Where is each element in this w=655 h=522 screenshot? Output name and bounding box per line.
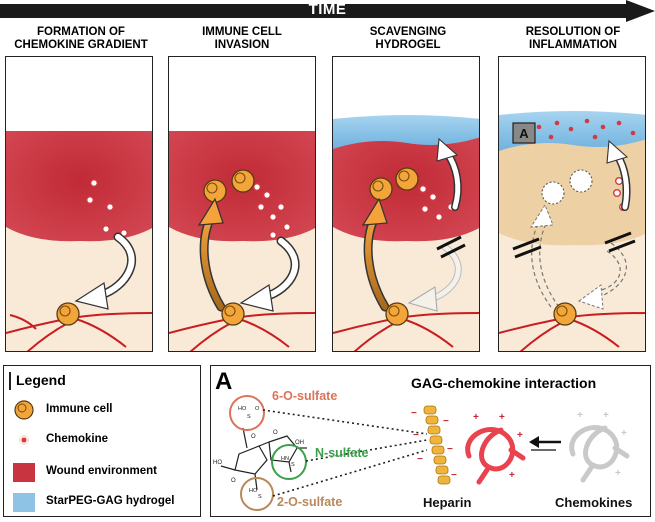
legend-immune-cell: Immune cell	[46, 403, 113, 415]
legend-cursor-bar	[9, 372, 11, 390]
chemokines-label: Chemokines	[555, 495, 633, 510]
marker-a: A	[519, 126, 529, 141]
panel-resolution: A	[498, 56, 646, 352]
svg-text:HO: HO	[238, 406, 247, 412]
svg-text:S: S	[291, 462, 295, 468]
legend-title: Legend	[16, 372, 66, 388]
svg-text:O: O	[251, 434, 256, 440]
bound-chemokine	[465, 427, 526, 485]
legend-wound: Wound environment	[46, 465, 157, 477]
svg-text:+: +	[509, 470, 515, 481]
panel-invasion	[168, 56, 316, 352]
heparin-label: Heparin	[423, 495, 472, 510]
gag-title: GAG-chemokine interaction	[411, 375, 597, 391]
wound-swatch	[13, 463, 35, 482]
svg-text:−: −	[451, 470, 457, 481]
hydrogel-swatch	[13, 493, 35, 512]
svg-text:O: O	[231, 478, 236, 484]
svg-text:+: +	[621, 428, 627, 439]
svg-text:+: +	[499, 412, 505, 423]
svg-text:HN: HN	[281, 456, 289, 462]
svg-text:O: O	[255, 406, 260, 412]
legend-hydrogel: StarPEG-GAG hydrogel	[46, 495, 175, 507]
svg-text:+: +	[615, 468, 621, 479]
time-label: TIME	[308, 1, 347, 18]
svg-text:HO: HO	[213, 460, 222, 466]
n-sulfate-circle	[271, 444, 307, 480]
wound-area	[6, 131, 152, 242]
two-o-sulfate-circle	[240, 477, 274, 511]
svg-text:+: +	[577, 410, 583, 421]
marker-a-box	[512, 122, 536, 144]
svg-text:HO: HO	[249, 488, 258, 494]
gag-panel-letter: A	[215, 368, 233, 395]
svg-text:−: −	[417, 454, 423, 465]
free-chemokine	[569, 425, 630, 483]
time-arrow: TIME	[0, 0, 655, 26]
svg-text:+: +	[517, 430, 523, 441]
svg-text:S: S	[258, 494, 262, 500]
svg-text:+: +	[473, 412, 479, 423]
chemokine-icon	[19, 435, 29, 445]
six-o-sulfate-label: 6-O-sulfate	[272, 389, 338, 403]
panel-formation	[5, 56, 153, 352]
panel-scavenging	[332, 56, 480, 352]
n-sulfate-label: N-sulfate	[315, 446, 369, 460]
svg-text:−: −	[447, 444, 453, 455]
heparin-molecule	[220, 427, 307, 491]
svg-text:+: +	[603, 410, 609, 421]
svg-text:OH: OH	[295, 440, 304, 446]
hydrogel-layer	[333, 115, 479, 149]
svg-text:−: −	[411, 408, 417, 419]
svg-text:−: −	[443, 416, 449, 427]
svg-text:−: −	[413, 430, 419, 441]
immune-cell-icon	[14, 400, 34, 420]
legend-chemokine: Chemokine	[46, 433, 108, 445]
legend: Legend Immune cell Chemokine Wound envir…	[3, 365, 201, 517]
svg-text:S: S	[247, 414, 251, 420]
heparin-chain	[423, 405, 451, 485]
two-o-sulfate-label: 2-O-sulfate	[277, 495, 343, 509]
svg-text:O: O	[273, 430, 278, 436]
six-o-sulfate-circle	[229, 395, 265, 431]
